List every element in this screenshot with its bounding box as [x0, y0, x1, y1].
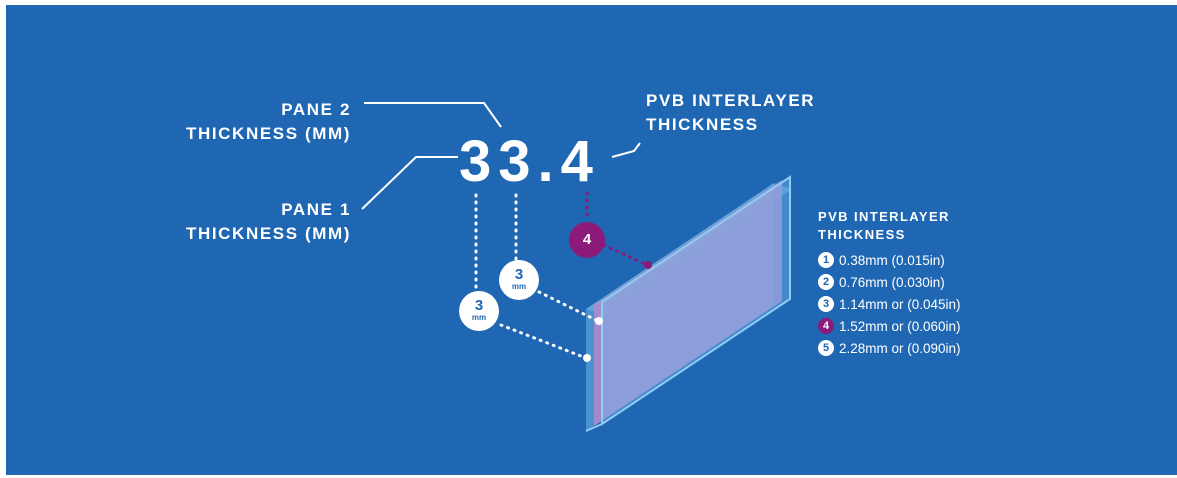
pane2-label-line2: THICKNESS (MM) [186, 124, 351, 143]
legend-title-line1: PVB INTERLAYER [818, 209, 950, 224]
pvb-leader [611, 142, 641, 158]
pane1-label-line1: PANE 1 [281, 200, 351, 219]
legend-list: 1 0.38mm (0.015in) 2 0.76mm (0.030in) 3 1.1… [818, 249, 1048, 359]
pane1-badge-unit: mm [471, 313, 487, 322]
legend-item: 4 1.52mm or (0.060in) [818, 315, 1048, 337]
legend-item-text: 0.38mm (0.015in) [839, 252, 945, 268]
pane1-label: PANE 1 THICKNESS (MM) [156, 198, 351, 246]
pane2-dotted-connector [537, 290, 600, 323]
legend-item: 2 0.76mm (0.030in) [818, 271, 1048, 293]
legend-number-badge: 5 [818, 340, 834, 356]
pvb-label: PVB INTERLAYER THICKNESS [646, 89, 815, 137]
legend-item: 1 0.38mm (0.015in) [818, 249, 1048, 271]
legend-number-badge: 1 [818, 252, 834, 268]
legend-title-line2: THICKNESS [818, 227, 906, 242]
pvb-label-line1: PVB INTERLAYER [646, 91, 816, 110]
glass-pane-1 [602, 177, 790, 424]
pane2-label-line1: PANE 2 [281, 100, 351, 119]
pane2-leader [364, 102, 502, 128]
pvb-legend: PVB INTERLAYER THICKNESS 1 0.38mm (0.015i… [818, 208, 1048, 359]
pane1-badge-value: 3 [474, 297, 484, 314]
legend-title: PVB INTERLAYER THICKNESS [818, 208, 1048, 244]
legend-item-text: 2.28mm or (0.090in) [839, 340, 961, 356]
pane2-thickness-badge: 3 mm [499, 260, 539, 300]
pane2-point [595, 317, 603, 325]
pane1-thickness-badge: 3 mm [459, 291, 499, 331]
legend-item-text: 0.76mm (0.030in) [839, 274, 945, 290]
legend-item-text: 1.52mm or (0.060in) [839, 318, 961, 334]
pane2-badge-value: 3 [514, 266, 524, 283]
pvb-label-line2: THICKNESS [646, 115, 759, 134]
pvb-thickness-badge: 4 [569, 222, 605, 258]
diagram-panel: PANE 2 THICKNESS (MM) PANE 1 THICKNESS (… [6, 5, 1177, 475]
pane1-leader [361, 156, 458, 210]
legend-item-text: 1.14mm or (0.045in) [839, 296, 961, 312]
pane1-dotted-connector [499, 323, 588, 360]
pane1-label-line2: THICKNESS (MM) [186, 224, 351, 243]
legend-number-badge: 4 [818, 318, 834, 334]
pane1-point [583, 354, 591, 362]
pvb-dotted-connector [602, 243, 649, 267]
total-thickness-value: 33.4 [459, 129, 600, 194]
pane2-badge-unit: mm [511, 282, 527, 291]
pane2-label: PANE 2 THICKNESS (MM) [156, 98, 351, 146]
glass-edge-bottom [585, 423, 603, 432]
legend-number-badge: 3 [818, 296, 834, 312]
glass-illustration [361, 102, 792, 432]
glass-edge [601, 175, 791, 426]
pvb-point [644, 261, 652, 269]
pvb-interlayer [594, 180, 782, 426]
legend-number-badge: 2 [818, 274, 834, 290]
legend-item: 5 2.28mm or (0.090in) [818, 337, 1048, 359]
legend-item: 3 1.14mm or (0.045in) [818, 293, 1048, 315]
